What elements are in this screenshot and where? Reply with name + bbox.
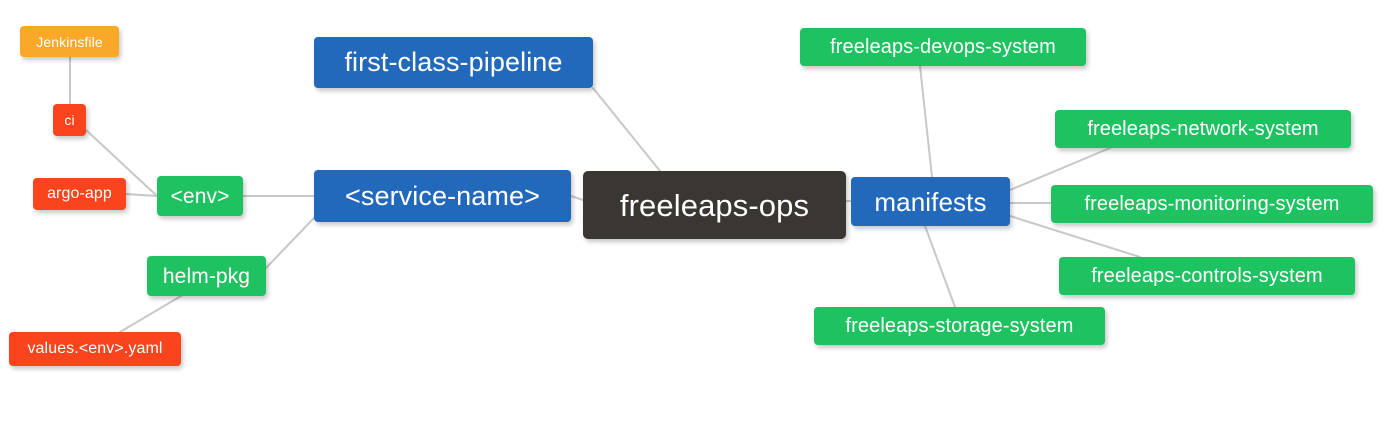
edge-manifests-to-freeleaps-devops-system <box>919 65 933 178</box>
edge-service-name-to-helm-pkg <box>265 217 315 269</box>
node-label: freeleaps-ops <box>619 187 810 223</box>
node-jenkinsfile[interactable]: Jenkinsfile <box>20 26 119 57</box>
node-freeleaps-storage-system[interactable]: freeleaps-storage-system <box>814 307 1105 345</box>
edge-service-name-to-freeleaps-ops <box>570 195 584 201</box>
node-label: first-class-pipeline <box>344 47 563 77</box>
node-label: freeleaps-network-system <box>1087 118 1319 140</box>
node-ci[interactable]: ci <box>53 104 86 136</box>
node-manifests[interactable]: manifests <box>851 177 1010 226</box>
node-env[interactable]: <env> <box>157 176 243 216</box>
edge-first-class-pipeline-to-freeleaps-ops <box>592 87 661 172</box>
edge-manifests-to-freeleaps-network-system <box>1009 147 1111 191</box>
node-label: ci <box>64 112 75 128</box>
node-first-class-pipeline[interactable]: first-class-pipeline <box>314 37 593 88</box>
edge-manifests-to-freeleaps-storage-system <box>924 225 956 308</box>
node-label: freeleaps-storage-system <box>845 315 1074 337</box>
node-service-name[interactable]: <service-name> <box>314 170 571 222</box>
node-freeleaps-network-system[interactable]: freeleaps-network-system <box>1055 110 1351 148</box>
node-freeleaps-ops[interactable]: freeleaps-ops <box>583 171 846 239</box>
node-label: freeleaps-devops-system <box>830 36 1056 58</box>
node-label: argo-app <box>47 185 112 202</box>
node-values-yaml[interactable]: values.<env>.yaml <box>9 332 181 366</box>
node-label: values.<env>.yaml <box>27 340 163 357</box>
edge-helm-pkg-to-values-yaml <box>119 295 182 333</box>
node-label: freeleaps-controls-system <box>1091 265 1323 287</box>
edge-argo-app-to-env <box>125 193 158 197</box>
node-freeleaps-devops-system[interactable]: freeleaps-devops-system <box>800 28 1086 66</box>
node-label: manifests <box>874 186 987 217</box>
node-freeleaps-controls-system[interactable]: freeleaps-controls-system <box>1059 257 1355 295</box>
node-freeleaps-monitoring-system[interactable]: freeleaps-monitoring-system <box>1051 185 1373 223</box>
node-label: <service-name> <box>345 180 540 211</box>
node-label: helm-pkg <box>162 264 251 288</box>
node-label: <env> <box>170 184 230 208</box>
node-label: Jenkinsfile <box>36 33 103 50</box>
node-label: freeleaps-monitoring-system <box>1084 193 1340 215</box>
node-helm-pkg[interactable]: helm-pkg <box>147 256 266 296</box>
node-argo-app[interactable]: argo-app <box>33 178 126 210</box>
